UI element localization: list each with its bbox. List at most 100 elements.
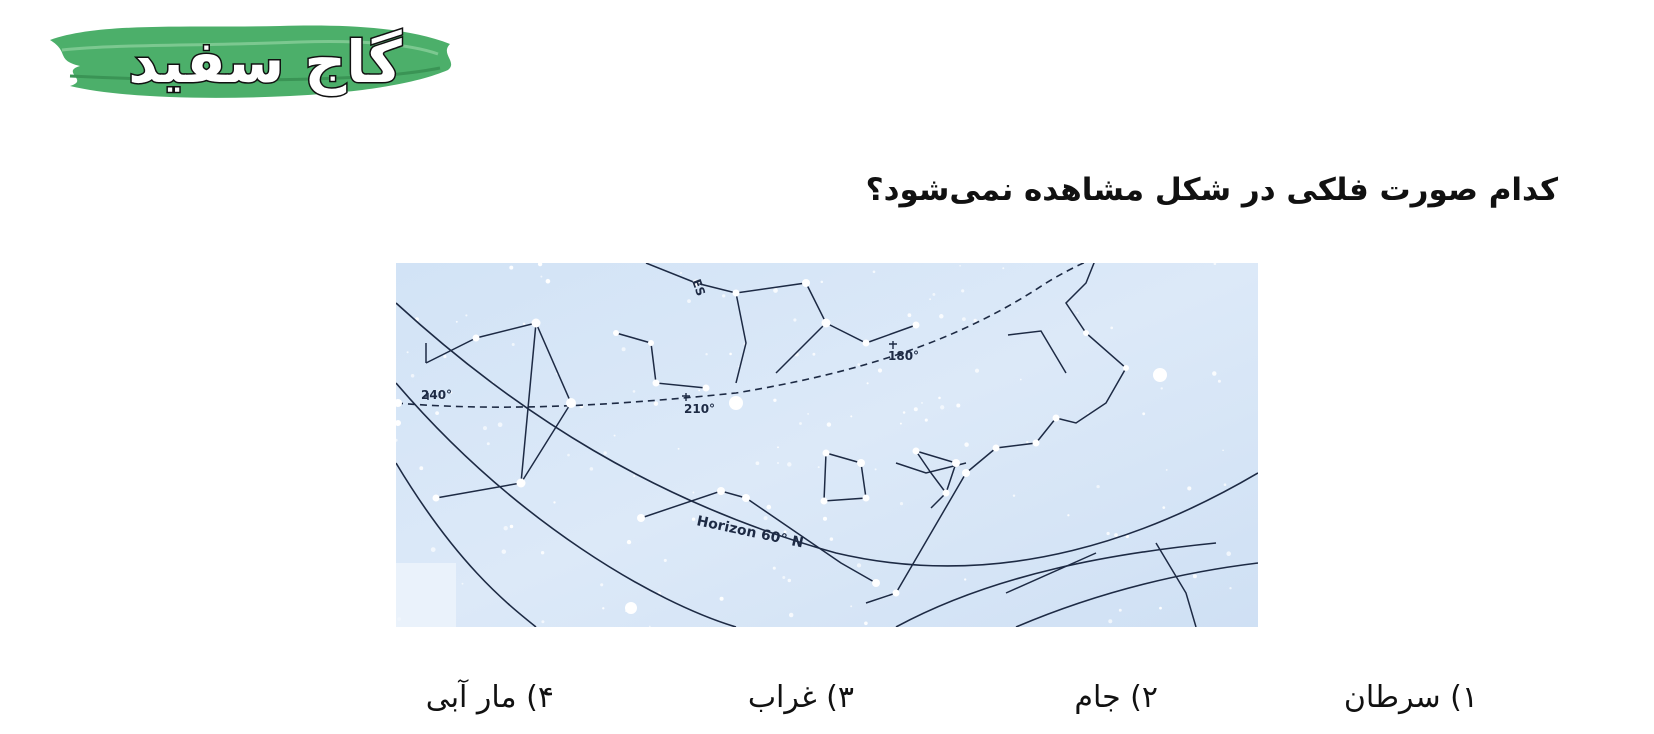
option-3[interactable]: ۳) غراب [747, 680, 854, 715]
star-map: 240° 210° 180° ES Horizon 60° N [396, 263, 1258, 627]
faint-star [1118, 608, 1122, 612]
faint-star [1187, 486, 1192, 491]
faint-star [555, 372, 558, 375]
faint-star [522, 322, 526, 326]
faint-star [589, 467, 594, 471]
faint-star [788, 612, 794, 618]
faint-star [602, 607, 605, 610]
faint-star [773, 398, 777, 402]
faint-star [1096, 484, 1100, 489]
faint-star [486, 442, 490, 446]
faint-star [540, 275, 543, 278]
faint-star [1086, 412, 1089, 414]
faint-star [511, 342, 515, 347]
faint-star [621, 347, 626, 352]
brand-logo: گاج سفید [40, 10, 460, 120]
faint-star [1162, 506, 1166, 509]
faint-star [902, 411, 906, 414]
logo-text: گاج سفید [128, 28, 402, 96]
faint-star [1125, 534, 1130, 539]
answer-options: ۱) سرطان ۲) جام ۳) غراب ۴) مار آبی [0, 680, 1654, 730]
faint-star [850, 415, 853, 418]
faint-star [826, 422, 832, 427]
faint-star [877, 368, 883, 373]
faint-star [1026, 440, 1029, 444]
faint-star [755, 461, 760, 466]
faint-star [737, 365, 740, 368]
star-map-figure: 240° 210° 180° ES Horizon 60° N [396, 263, 1258, 627]
faint-star [866, 382, 869, 385]
faint-star [553, 501, 556, 504]
faint-star [1222, 449, 1224, 452]
faint-star [540, 550, 545, 555]
faint-star [907, 313, 912, 318]
faint-star [1067, 514, 1070, 517]
faint-star [438, 389, 442, 393]
faint-star [812, 352, 816, 356]
faint-star [773, 288, 778, 293]
horizon-curve [396, 302, 1258, 567]
faint-star [777, 462, 779, 464]
faint-star [1159, 606, 1162, 610]
option-2[interactable]: ۲) جام [1074, 680, 1158, 715]
faint-star [964, 442, 969, 447]
faint-star [787, 578, 792, 583]
faint-star [874, 468, 877, 471]
faint-star [648, 625, 651, 627]
faint-star [455, 320, 458, 323]
option-4[interactable]: ۴) مار آبی [425, 680, 554, 715]
faint-star [419, 466, 424, 471]
faint-star [799, 422, 802, 425]
faint-star [1076, 311, 1079, 314]
faint-star [864, 621, 868, 626]
faint-star [829, 537, 834, 541]
faint-star [1002, 267, 1005, 270]
faint-star [541, 620, 545, 624]
faint-star [729, 352, 732, 356]
option-1[interactable]: ۱) سرطان [1343, 680, 1478, 715]
faint-star [545, 278, 551, 284]
faint-star [939, 314, 944, 319]
faint-star [1213, 263, 1217, 266]
ecliptic-ticks [424, 341, 897, 401]
degree-label-210: 210° [684, 402, 715, 416]
faint-star [787, 462, 792, 467]
faint-star [1165, 468, 1168, 471]
faint-star [940, 405, 945, 410]
faint-star [1012, 494, 1016, 497]
faint-star [537, 263, 543, 267]
faint-star [435, 411, 439, 415]
faint-star [443, 354, 447, 359]
faint-star [959, 264, 961, 267]
faint-star [698, 389, 701, 392]
altitude-circle-1 [396, 382, 737, 627]
faint-star [1226, 551, 1231, 556]
faint-star [924, 418, 928, 422]
faint-star [680, 272, 682, 274]
faint-star [822, 516, 828, 521]
faint-star [857, 363, 861, 366]
faint-star [1110, 326, 1114, 330]
faint-star [653, 401, 659, 406]
degree-label-180: 180° [888, 349, 919, 363]
faint-star [807, 413, 809, 415]
degree-label-240: 240° [421, 388, 452, 402]
faint-star [1142, 412, 1146, 416]
faint-star [961, 289, 965, 293]
faint-star [692, 491, 695, 494]
faint-star [766, 504, 772, 510]
faint-star [633, 475, 636, 478]
faint-star [1229, 587, 1232, 590]
faint-star [632, 390, 636, 393]
faint-star [406, 351, 409, 354]
partial-constellation-label: ES [689, 277, 708, 298]
faint-star [450, 391, 453, 394]
faint-star [772, 566, 776, 570]
bright-stars [396, 279, 1167, 614]
faint-star [777, 446, 779, 449]
faint-star [567, 453, 570, 457]
faint-star [613, 434, 616, 437]
faint-star [600, 583, 604, 587]
faint-star [938, 396, 941, 400]
faint-star [1108, 619, 1113, 624]
